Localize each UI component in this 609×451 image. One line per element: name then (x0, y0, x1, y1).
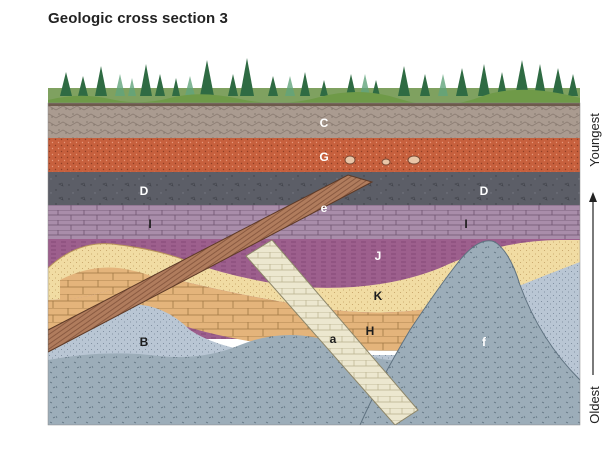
label-c: C (320, 116, 329, 130)
label-d-right: D (480, 184, 489, 198)
basement-rock (48, 335, 420, 425)
label-g: G (319, 150, 328, 164)
page-title: Geologic cross section 3 (48, 10, 228, 27)
label-d-left: D (140, 184, 149, 198)
label-e: e (321, 201, 328, 215)
layer-c (48, 103, 580, 138)
label-a: a (330, 332, 337, 346)
label-j: J (375, 249, 382, 263)
label-i-left: I (148, 217, 151, 231)
oldest-label: Oldest (587, 386, 602, 424)
dike-e (48, 175, 372, 352)
label-h: H (366, 324, 375, 338)
layer-g (48, 138, 580, 172)
dike-a (246, 240, 418, 425)
time-axis: Youngest Oldest (587, 113, 602, 424)
label-b: B (140, 335, 149, 349)
forest-surface (48, 58, 580, 106)
time-arrow-head (589, 192, 597, 202)
youngest-label: Youngest (587, 113, 602, 167)
pebbles (344, 155, 421, 166)
label-i-right: I (464, 217, 467, 231)
intrusion-f (360, 240, 580, 425)
label-k: K (374, 289, 383, 303)
label-f: f (482, 335, 487, 349)
